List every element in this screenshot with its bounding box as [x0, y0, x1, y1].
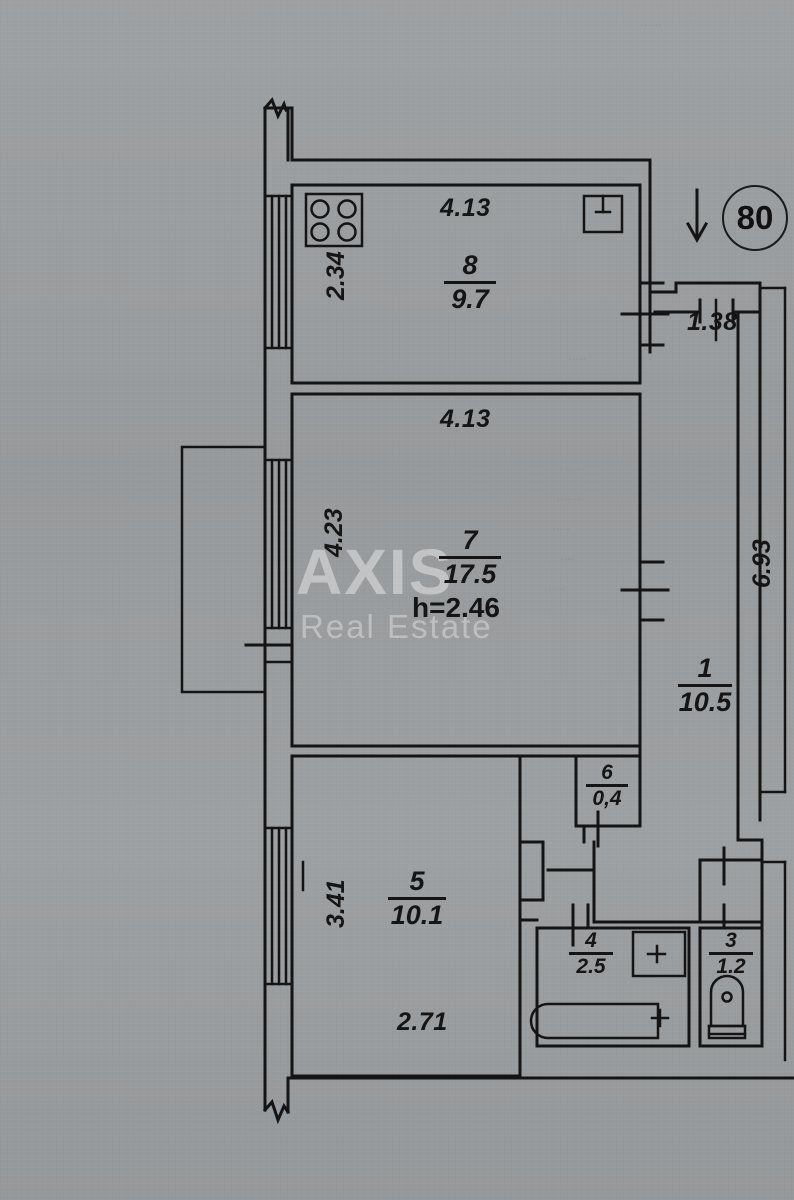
room-divider-5: [388, 896, 446, 900]
room-number-6: 6: [601, 761, 613, 784]
room-label-5: 5 10.1: [383, 866, 451, 930]
room-number-5: 5: [409, 866, 425, 896]
dimension-kitchen-width: 4.13: [440, 194, 491, 222]
dimension-living-height: 4.23: [320, 508, 348, 557]
room-number-7: 7: [462, 525, 478, 555]
room-label-6: 6 0,4: [580, 762, 634, 810]
room-number-1: 1: [697, 653, 713, 683]
room-divider-6: [586, 784, 628, 788]
room-divider-7: [439, 555, 501, 559]
room-area-4: 2.5: [576, 955, 606, 979]
entrance-number-marker: 80: [722, 185, 788, 251]
room-label-3: 3 1.2: [703, 930, 759, 978]
room-label-8: 8 9.7: [438, 250, 502, 314]
room-area-3: 1.2: [716, 955, 746, 979]
room-divider-3: [709, 952, 753, 956]
room-label-7: 7 17.5: [434, 525, 506, 589]
room-label-1: 1 10.5: [673, 653, 737, 717]
room-area-6: 0,4: [592, 787, 622, 811]
dimension-bedroom-width: 2.71: [397, 1008, 448, 1036]
dimension-corridor-height: 6.93: [748, 539, 776, 588]
dimension-bedroom-height: 3.41: [322, 879, 350, 928]
room-area-1: 10.5: [678, 686, 732, 717]
room-area-7: 17.5: [443, 558, 497, 589]
ceiling-height-label: h=2.46: [412, 592, 500, 623]
room-area-5: 10.1: [390, 899, 444, 930]
dimension-entrance-width: 1.38: [687, 308, 738, 336]
dimension-kitchen-height: 2.34: [322, 251, 350, 300]
room-number-4: 4: [585, 929, 597, 952]
room-divider-8: [444, 280, 496, 284]
room-number-3: 3: [725, 929, 737, 952]
dimension-living-width: 4.13: [440, 405, 491, 433]
room-divider-4: [569, 952, 613, 956]
room-number-8: 8: [462, 250, 478, 280]
room-area-8: 9.7: [451, 283, 489, 314]
room-label-4: 4 2.5: [563, 930, 619, 978]
room-divider-1: [678, 683, 732, 687]
